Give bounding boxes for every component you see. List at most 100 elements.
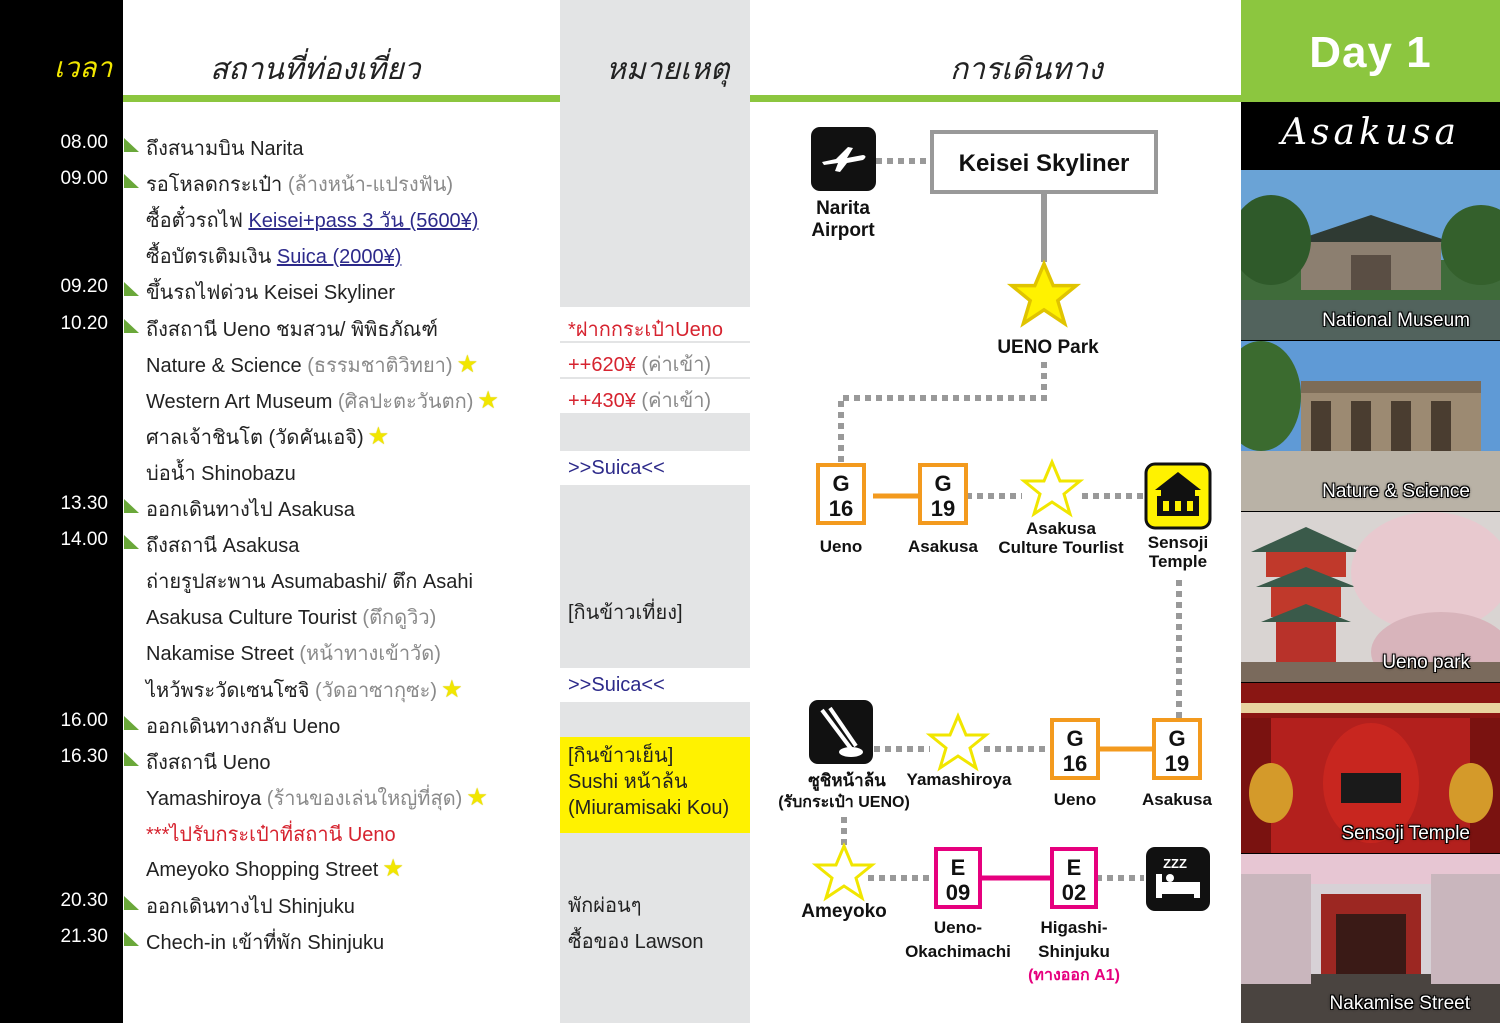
schedule-row: Yamashiroya (ร้านของเล่นใหญ่ที่สุด)★ [0, 776, 750, 812]
place-detail-text: (ร้านของเล่นใหญ่ที่สุด) [266, 787, 463, 810]
place-text: ศาลเจ้าชินโต (วัดคันเอจิ) [146, 426, 364, 449]
sensoji-label: Sensoji [1148, 533, 1208, 552]
schedule-row: Asakusa Culture Tourist (ตึกดูวิว) [0, 595, 750, 631]
note-fee-nature: ++620¥ (ค่าเข้า) [560, 343, 750, 377]
place-detail-text: (ล้างหน้า-แปรงฟัน) [287, 174, 454, 197]
note-lunch: [กินข้าวเที่ยง] [568, 602, 683, 624]
place-text: Asakusa Culture Tourist [146, 607, 363, 630]
note-suica-text: >>Suica<< [568, 674, 665, 696]
note-suica-1: >>Suica<< [560, 451, 750, 485]
place-text: ถึงสถานี Ueno [146, 751, 271, 774]
schedule-place: ออกเดินทางไป Shinjuku [146, 890, 355, 922]
schedule-time: 20.30 [60, 890, 108, 912]
photo-ueno-park: Ueno park [1241, 512, 1500, 682]
schedule-place: ไหว้พระวัดเซนโซจิ (วัดอาซากุซะ)★ [146, 674, 463, 706]
place-detail-text: (ศิลปะตะวันตก) [337, 390, 474, 413]
station-g16 [816, 463, 866, 525]
star-icon: ★ [382, 855, 404, 882]
triangle-bullet-icon [124, 282, 139, 297]
station-label: Asakusa [1142, 790, 1212, 809]
station-label: Ueno- [934, 918, 982, 937]
schedule-time: 10.20 [60, 312, 108, 334]
place-detail-text: (ตึกดูวิว) [362, 607, 437, 630]
note-evening: พักผ่อนๆ ซื้อของ Lawson [560, 888, 750, 960]
place-text: ขึ้นรถไฟด่วน Keisei Skyliner [146, 282, 396, 305]
station-line-code: G [1168, 726, 1185, 751]
station-g19 [918, 463, 968, 525]
star-icon: ★ [466, 783, 488, 811]
schedule-place: Nakamise Street (หน้าทางเข้าวัด) [146, 637, 441, 669]
note-rest: พักผ่อนๆ [568, 895, 642, 917]
place-text: ถึงสนามบิน Narita [146, 138, 304, 160]
schedule-place: ถึงสถานี Asakusa [146, 529, 299, 561]
schedule-row: ซื้อตั๋วรถไฟ Keisei+pass 3 วัน (5600¥) [0, 198, 750, 234]
star-icon: ★ [441, 675, 463, 703]
photo-label: Nature & Science [1322, 481, 1470, 502]
note-dinner-sushi: Sushi หน้าล้น [568, 771, 688, 793]
photo-nature-science: Nature & Science [1241, 341, 1500, 511]
schedule-place: ถ่ายรูปสะพาน Asumabashi/ ตึก Asahi [146, 565, 473, 597]
yamashiroya-label: Yamashiroya [907, 770, 1012, 789]
schedule-place: ศาลเจ้าชินโต (วัดคันเอจิ)★ [146, 421, 389, 453]
place-text: บ่อน้ำ Shinobazu [146, 462, 296, 485]
airport-label: Airport [811, 220, 875, 241]
sensoji-label: Temple [1149, 552, 1207, 571]
day-title: Day 1 [1309, 28, 1432, 77]
schedule-place: Nature & Science (ธรรมชาติวิทยา)★ [146, 349, 478, 381]
notes-column [560, 0, 750, 1023]
star-icon: ★ [456, 350, 479, 378]
triangle-bullet-icon [124, 751, 139, 766]
place-price-link: Keisei+pass 3 วัน (5600¥) [248, 210, 479, 233]
time-column [0, 0, 123, 1023]
note-fee-western: ++430¥ (ค่าเข้า) [560, 379, 750, 413]
header-place: สถานที่ท่องเที่ยว [210, 52, 421, 87]
station-number: 16 [829, 496, 853, 521]
photo-nakamise-street: Nakamise Street [1241, 854, 1500, 1023]
triangle-bullet-icon [124, 932, 139, 947]
place-text: Nature & Science [146, 354, 308, 377]
note-dinner-title: [กินข้าวเย็น] [568, 745, 674, 767]
schedule-time: 21.30 [60, 926, 108, 948]
schedule-time: 16.30 [60, 745, 108, 767]
schedule-place: ***ไปรับกระเป๋าที่สถานี Ueno [146, 818, 396, 850]
schedule-place: Western Art Museum (ศิลปะตะวันตก)★ [146, 385, 499, 417]
photo-national-museum: National Museum [1241, 170, 1500, 340]
schedule-time: 09.00 [60, 168, 108, 190]
note-fee-value: ++430¥ [568, 390, 636, 412]
airport-label: Narita [816, 198, 870, 219]
station-e09 [934, 847, 982, 909]
triangle-bullet-icon [124, 318, 139, 333]
schedule-place: ซื้อตั๋วรถไฟ Keisei+pass 3 วัน (5600¥) [146, 204, 478, 236]
station-label: Shinjuku [1038, 942, 1110, 961]
station-number: 16 [1063, 751, 1087, 776]
schedule-place: ถึงสนามบิน Narita [146, 132, 303, 164]
schedule-place: Yamashiroya (ร้านของเล่นใหญ่ที่สุด)★ [146, 782, 488, 814]
schedule-time: 08.00 [60, 132, 108, 153]
note-shop: ซื้อของ Lawson [568, 931, 704, 953]
triangle-bullet-icon [124, 174, 139, 189]
route-map: Narita Airport Keisei Skyliner UENO Park… [778, 127, 1213, 984]
schedule-place: Ameyoko Shopping Street★ [146, 854, 404, 883]
station-line-code: G [934, 471, 951, 496]
star-icon: ★ [477, 386, 499, 414]
day-banner [1241, 0, 1500, 102]
schedule-place: ขึ้นรถไฟด่วน Keisei Skyliner [146, 276, 395, 308]
station-label: Ueno [820, 537, 863, 556]
note-fee-suffix: (ค่าเข้า) [635, 390, 712, 412]
schedule-place: ซื้อบัตรเติมเงิน Suica (2000¥) [146, 240, 401, 272]
act-label: Asakusa [1026, 519, 1096, 538]
note-dinner: [กินข้าวเย็น] Sushi หน้าล้น (Miuramisaki… [560, 737, 750, 833]
place-text: ออกเดินทางไป Asakusa [146, 499, 355, 521]
zzz-label: ZZZ [1163, 856, 1187, 871]
station-label: Higashi- [1040, 918, 1107, 937]
skyliner-label: Keisei Skyliner [959, 150, 1130, 177]
schedule-row: 16.30 ถึงสถานี Ueno [0, 740, 750, 776]
schedule-row: ศาลเจ้าชินโต (วัดคันเอจิ)★ [0, 415, 750, 451]
note-luggage: *ฝากกระเป๋าUeno [560, 307, 750, 341]
